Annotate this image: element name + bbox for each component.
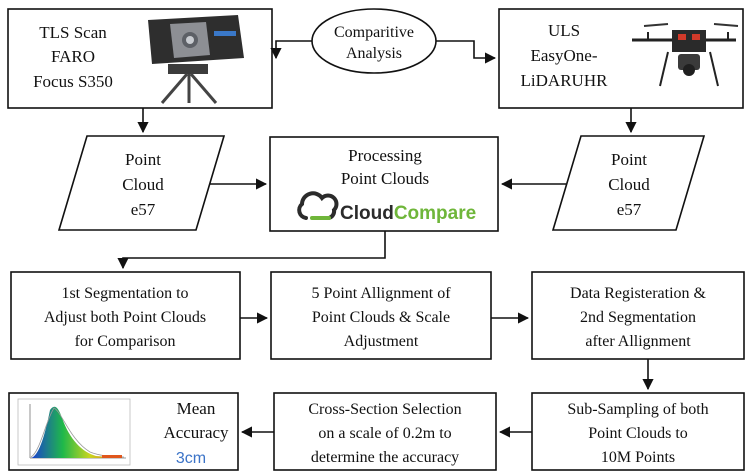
accuracy-node: Mean Accuracy 3cm [8, 392, 239, 471]
cloudcompare-logo-text-1: Cloud [340, 203, 394, 224]
tls-scan-node: TLS Scan FARO Focus S350 [7, 8, 273, 109]
point-cloud-left-line-2: Cloud [122, 175, 164, 194]
segmentation-1-line-1: 1st Segmentation to [61, 285, 188, 302]
cloudcompare-logo-text-2: Compare [394, 203, 476, 224]
accuracy-line-2: Accuracy [163, 423, 229, 442]
histogram-icon [17, 398, 131, 466]
subsampling-node: Sub-Sampling of both Point Clouds to 10M… [531, 392, 745, 471]
comparative-analysis-line-2: Analysis [346, 45, 402, 62]
registration-line-1: Data Registeration & [570, 285, 707, 302]
cross-section-line-3: determine the accuracy [311, 449, 459, 466]
uls-node: ULS EasyOne- LiDARUHR [498, 8, 744, 109]
tls-scan-line-3: Focus S350 [33, 72, 113, 91]
point-cloud-left-line-3: e57 [131, 200, 156, 219]
comparative-analysis-node: Comparitive Analysis [311, 8, 437, 74]
arrow-analysis-to-uls [436, 40, 497, 64]
uls-line-1: ULS [548, 21, 580, 40]
arrow-processing-to-segmentation [117, 231, 386, 270]
cross-section-node: Cross-Section Selection on a scale of 0.… [273, 392, 497, 471]
registration-node: Data Registeration & 2nd Segmentation af… [531, 271, 745, 360]
point-cloud-right-line-2: Cloud [608, 175, 650, 194]
laser-scanner-icon [148, 15, 244, 104]
accuracy-line-1: Mean [177, 399, 216, 418]
arrow-analysis-to-tls [270, 40, 312, 60]
uls-line-2: EasyOne- [530, 46, 597, 65]
processing-line-1: Processing [348, 146, 422, 165]
tls-scan-line-1: TLS Scan [39, 23, 107, 42]
subsampling-line-1: Sub-Sampling of both [567, 401, 708, 418]
cross-section-line-2: on a scale of 0.2m to [318, 425, 451, 442]
drone-icon [632, 23, 739, 87]
alignment-line-2: Point Clouds & Scale [312, 309, 450, 326]
segmentation-1-node: 1st Segmentation to Adjust both Point Cl… [10, 271, 241, 360]
alignment-line-3: Adjustment [344, 333, 419, 350]
alignment-node: 5 Point Allignment of Point Clouds & Sca… [270, 271, 492, 360]
processing-line-2: Point Clouds [341, 169, 429, 188]
registration-line-2: 2nd Segmentation [580, 309, 696, 326]
point-cloud-right-node: Point Cloud e57 [551, 135, 706, 231]
point-cloud-right-line-3: e57 [617, 200, 642, 219]
subsampling-line-3: 10M Points [601, 449, 675, 466]
cross-section-line-1: Cross-Section Selection [308, 401, 461, 418]
registration-line-3: after Allignment [585, 333, 691, 350]
cloudcompare-logo-icon [297, 191, 339, 220]
point-cloud-left-node: Point Cloud e57 [57, 135, 226, 231]
segmentation-1-line-3: for Comparison [75, 333, 176, 350]
accuracy-value: 3cm [176, 450, 206, 467]
point-cloud-left-line-1: Point [125, 150, 161, 169]
alignment-line-1: 5 Point Allignment of [311, 285, 451, 302]
uls-line-3: LiDARUHR [521, 71, 609, 90]
point-cloud-right-line-1: Point [611, 150, 647, 169]
segmentation-1-line-2: Adjust both Point Clouds [44, 309, 206, 326]
subsampling-line-2: Point Clouds to [588, 425, 688, 442]
comparative-analysis-line-1: Comparitive [334, 24, 414, 41]
tls-scan-line-2: FARO [51, 47, 95, 66]
cloudcompare-logo-text: CloudCompare [340, 203, 476, 224]
processing-node: Processing Point Clouds CloudCompare [269, 136, 499, 232]
